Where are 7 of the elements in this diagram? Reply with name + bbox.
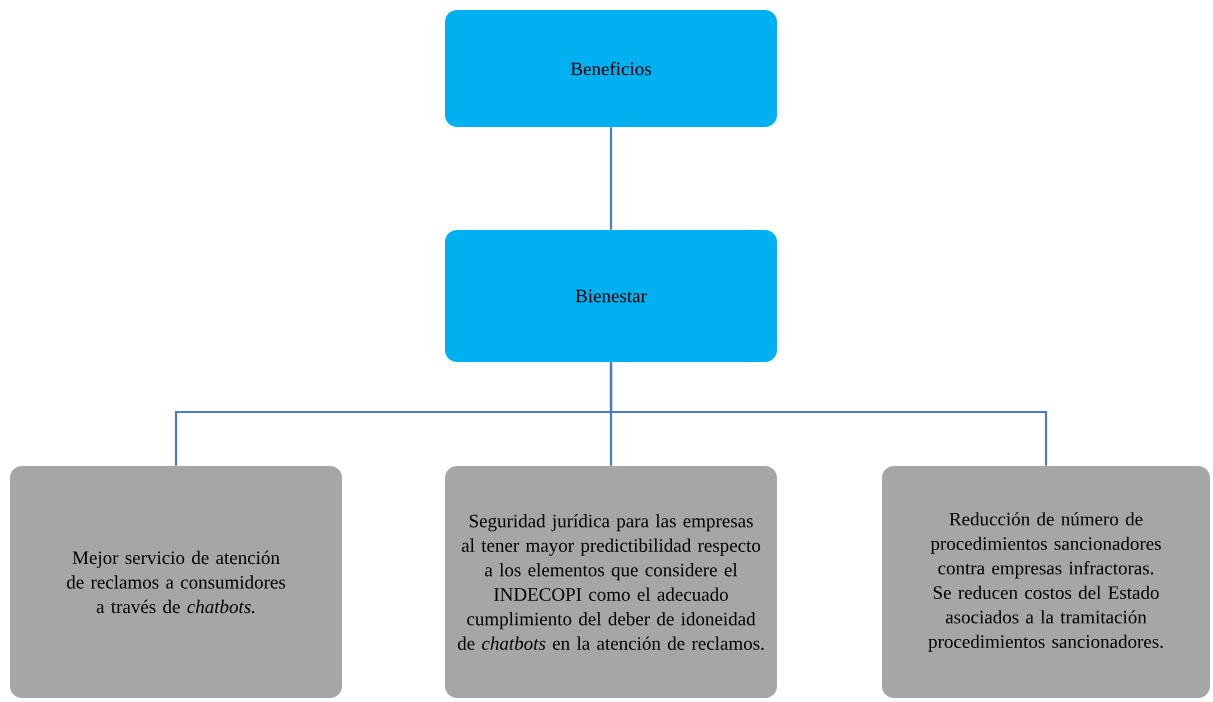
content-box: Mejor servicio de atención de reclamos a consumidores a través de chatbots. xyxy=(10,466,342,698)
connector-line xyxy=(609,362,1048,466)
top-box: Bienestar xyxy=(445,230,777,362)
content-box: Seguridad jurídica para las empresas al tener mayor predictibilidad respecto a los elementos que considere el INDECOPI como el adecuado cumplimiento del deber de idoneidad de chatbots en la atención de reclamos. xyxy=(445,466,777,698)
content-box: Reducción de número de procedimientos sancionadores contra empresas infractoras. Se reducen costos del Estado asociados a la tramitación procedimientos sancionadores. xyxy=(882,466,1210,698)
connector-line xyxy=(609,127,613,230)
top-box: Beneficios xyxy=(445,10,777,127)
